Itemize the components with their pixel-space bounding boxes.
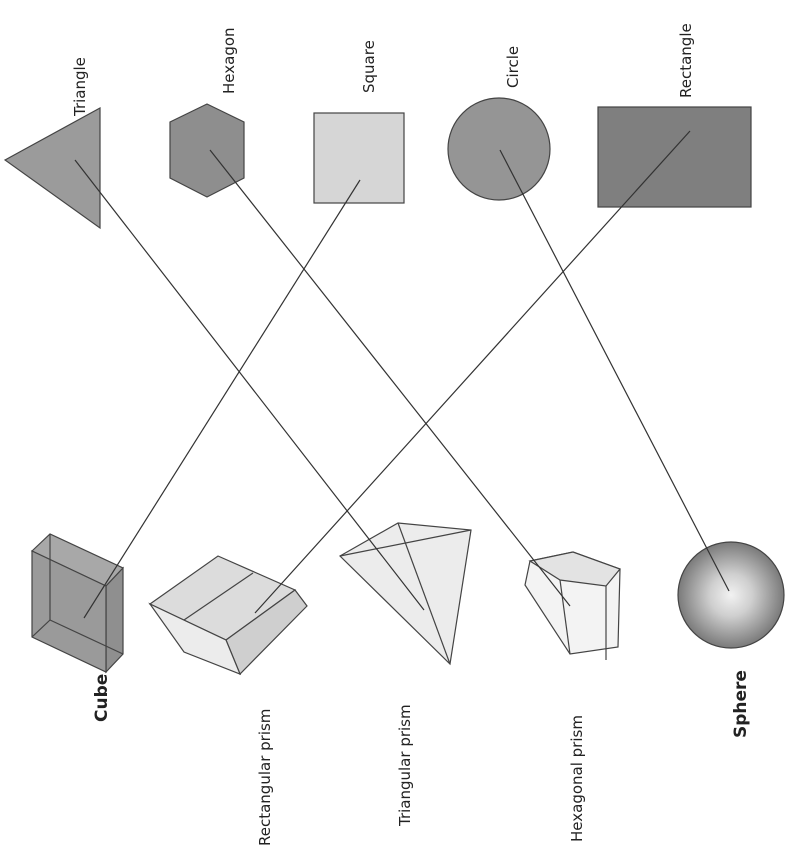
rectangular-prism-shape: [148, 555, 308, 676]
line-hexagon-to-hexagonal-prism: [209, 149, 571, 607]
square-shape: [313, 112, 405, 204]
sphere-shape: [677, 541, 785, 649]
label-circle: Circle: [504, 46, 522, 88]
label-hexagonal-prism: Hexagonal prism: [568, 715, 586, 842]
label-rectangular-prism: Rectangular prism: [256, 709, 274, 846]
label-hexagon: Hexagon: [220, 27, 238, 94]
label-triangular-prism: Triangular prism: [396, 704, 414, 827]
rectangle-shape: [597, 106, 752, 208]
label-triangle: Triangle: [71, 57, 89, 117]
line-rectangle-to-rectangular-prism: [254, 130, 691, 614]
line-triangle-to-triangular-prism: [74, 159, 425, 611]
line-square-to-cube: [83, 179, 361, 619]
label-rectangle: Rectangle: [677, 23, 695, 98]
circle-shape: [447, 97, 551, 201]
label-sphere: Sphere: [731, 670, 751, 738]
hexagon-shape: [169, 103, 245, 198]
cube-shape: [30, 533, 125, 674]
label-cube: Cube: [92, 674, 112, 722]
matching-lines: [74, 130, 730, 619]
hexagonal-prism-shape: [524, 551, 622, 660]
line-circle-to-sphere: [499, 149, 730, 592]
triangle-shape: [3, 106, 101, 230]
label-square: Square: [360, 40, 378, 93]
triangular-prism-shape: [339, 522, 472, 666]
